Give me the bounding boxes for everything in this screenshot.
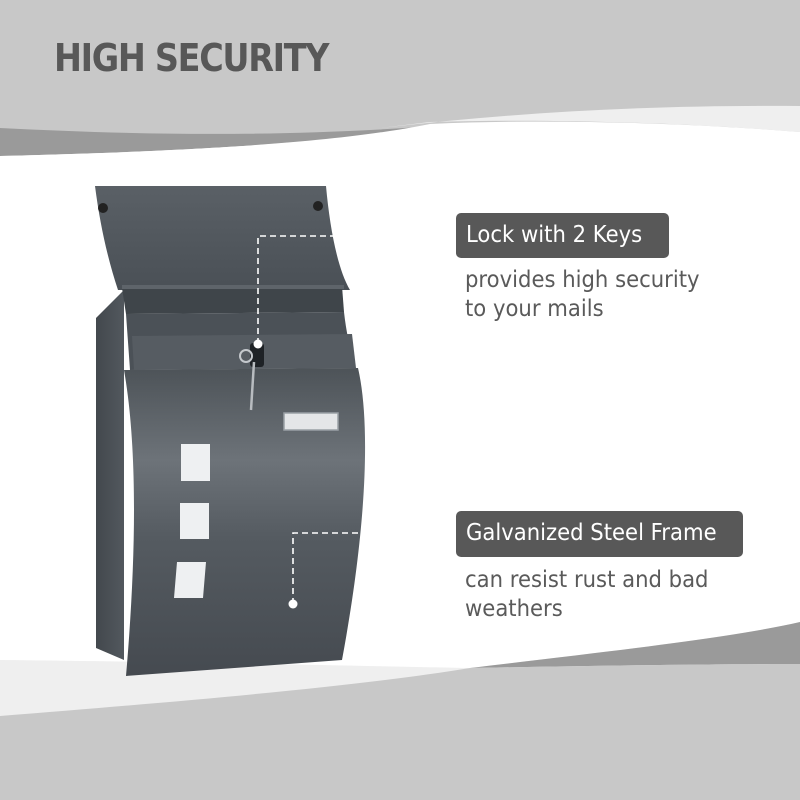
page-title: HIGH SECURITY: [54, 36, 330, 80]
description-line: can resist rust and bad: [465, 567, 709, 593]
feature-label-lock: Lock with 2 Keys: [456, 213, 669, 258]
description-line: provides high security: [465, 267, 700, 293]
description-line: weathers: [465, 596, 563, 622]
feature-label-frame-text: Galvanized Steel Frame: [466, 520, 717, 546]
feature-description-lock: provides high security to your mails: [465, 266, 720, 324]
feature-label-lock-text: Lock with 2 Keys: [466, 222, 643, 248]
feature-label-frame: Galvanized Steel Frame: [456, 511, 743, 557]
feature-description-frame: can resist rust and bad weathers: [465, 566, 730, 624]
description-line: to your mails: [465, 296, 604, 322]
